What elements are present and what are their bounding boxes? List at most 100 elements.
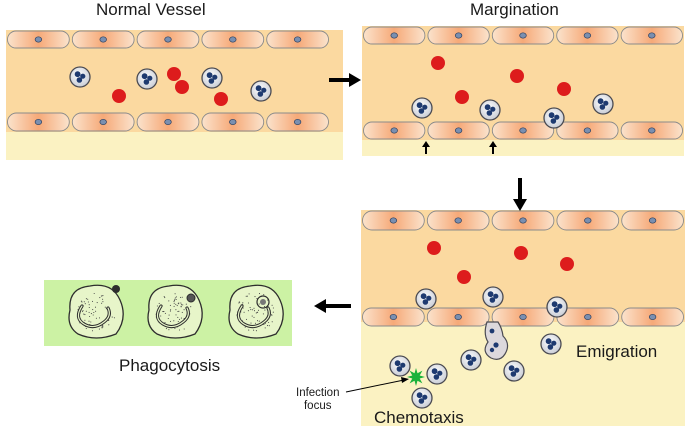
leukocyte-nucleus-lobe [493,293,499,299]
cytoplasm-granule [158,302,160,304]
cytoplasm-granule [168,300,170,302]
cytoplasm-granule [243,311,245,313]
cytoplasm-granule [95,317,97,319]
arrow-head [489,141,497,147]
endothelium-bottom-emigration [362,307,684,327]
phagocyte-membrane [228,284,284,339]
cytoplasm-granule [238,302,240,304]
endothelial-nucleus [34,36,43,43]
cytoplasm-granule [83,301,85,303]
cytoplasm-granule [175,309,177,311]
endothelial-nucleus [583,127,592,134]
leukocyte [250,80,272,102]
cytoplasm-granule [271,304,273,306]
endothelial-nucleus [454,217,462,224]
leukocyte-membrane [426,363,448,385]
cytoplasm-granule [268,321,270,324]
endothelial-nucleus [390,32,398,39]
endothelial-nucleus [34,118,43,126]
leukocyte-nucleus-lobe [489,347,495,353]
leukocyte-nucleus-lobe [437,370,443,376]
red-blood-cell [427,241,441,255]
leukocyte-nucleus-lobe [465,354,472,361]
leukocyte-nucleus-lobe [599,104,606,110]
cytoplasm-granule [93,292,95,295]
cytoplasm-granule [80,300,82,302]
cytoplasm-granule [89,315,91,318]
cytoplasm-granule [174,293,176,295]
cytoplasm-granule [87,301,89,303]
cytoplasm-granule [183,309,185,311]
cytoplasm-granule [246,295,248,297]
cytoplasm-granule [245,318,248,320]
cytoplasm-granule [245,295,247,297]
cytoplasm-granule [163,310,165,313]
leukocyte-membrane [546,296,568,318]
adhesion-arrow-2 [489,141,497,154]
leukocyte-nucleus-lobe [400,362,406,368]
leukocyte-nucleus-lobe [550,118,557,124]
endothelium-bottom-normal [7,112,329,132]
cytoplasm-granule [160,315,162,317]
arrow-head [422,141,430,147]
cytoplasm-granule [164,312,166,314]
cytoplasm-granule [242,307,244,309]
cytoplasm-granule [168,314,170,316]
cytoplasm-granule [173,302,175,304]
cytoplasm-granule [90,321,92,323]
phagocytosis-title: Phagocytosis [119,356,221,375]
leukocyte [460,349,482,371]
leukocyte [546,296,568,318]
cytoplasm-granule [266,325,269,327]
leukocyte-nucleus-lobe [420,293,427,300]
cytoplasm-granule [258,303,260,305]
cytoplasm-granule [87,298,89,300]
leukocyte-nucleus-lobe [486,110,493,116]
cytoplasm-granule [94,306,97,308]
phagocyte-membrane [68,284,124,339]
cytoplasm-granule [264,327,266,329]
cytoplasm-granule [169,310,171,312]
leukocyte-nucleus-lobe [490,106,496,112]
leukocyte-membrane [592,93,614,115]
cytoplasm-granule [99,297,101,299]
cytoplasm-granule [271,321,273,323]
leukocyte-nucleus-lobe [80,73,86,79]
cytoplasm-granule [262,313,264,315]
cytoplasm-granule [85,298,87,300]
cytoplasm-granule [256,320,259,322]
phagocyte-stage-1 [68,284,124,339]
leukocyte-nucleus-lobe [551,301,558,308]
cytoplasm-granule [84,314,86,316]
leukocyte [592,93,614,115]
leukocyte-nucleus-lobe [484,104,491,111]
cytoplasm-granule [85,327,87,329]
red-blood-cell [112,89,126,103]
cytoplasm-granule [177,316,179,318]
leukocyte [426,363,448,385]
cytoplasm-granule [168,329,170,331]
leukocyte-diapedesis [484,321,509,360]
bacterium [112,285,120,293]
cytoplasm-granule [247,310,249,312]
endothelial-nucleus [648,127,656,134]
emigration-title: Emigration [576,342,658,361]
cytoplasm-granule [250,322,252,324]
endothelial-nucleus [293,118,302,126]
leukocyte-nucleus-lobe [422,104,428,110]
leukocyte-nucleus-lobe [557,303,563,309]
leukocyte-nucleus-lobe [553,307,560,313]
cytoplasm-granule [178,310,180,312]
leukocyte-nucleus-lobe [416,102,423,109]
cytoplasm-granule [102,295,104,297]
endothelial-nucleus [229,118,237,126]
leukocyte-nucleus-lobe [418,398,425,404]
red-blood-cell [557,82,571,96]
leukocyte-nucleus-lobe [212,74,218,80]
cytoplasm-granule [111,316,113,318]
leukocyte-membrane [415,288,437,310]
endothelial-nucleus [648,217,657,224]
cytoplasm-granule [113,317,115,319]
cytoplasm-granule [175,303,177,305]
red-blood-cell [175,80,189,94]
